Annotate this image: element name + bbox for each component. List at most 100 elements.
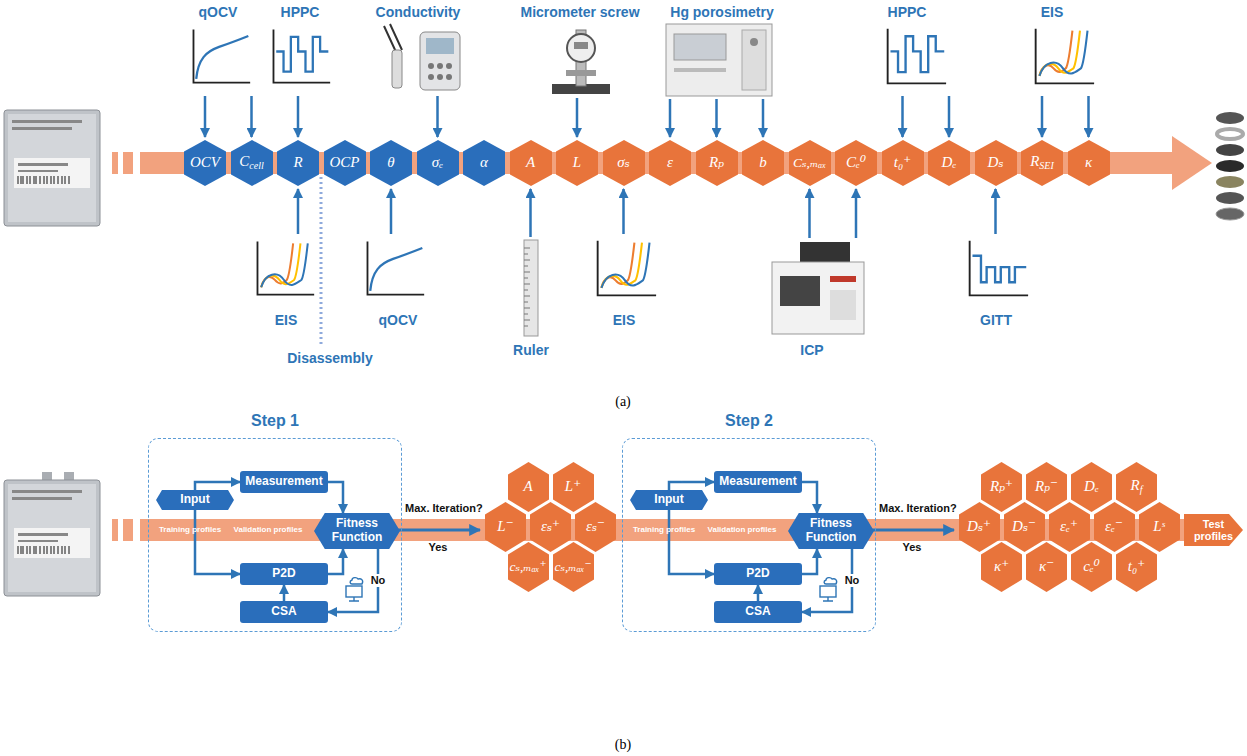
node-label: εₛ⁺ [541, 519, 560, 535]
hex-shape [928, 140, 970, 186]
method-label: EIS [1041, 4, 1064, 20]
method-label: HPPC [281, 4, 320, 20]
process-band [1172, 136, 1212, 190]
node-label: Fitness Function [328, 517, 386, 545]
parameter-hexagon: Rₚ [696, 140, 738, 186]
hex-shape [1004, 502, 1045, 552]
decision-label: Max. Iteration? [879, 502, 957, 515]
cell-components-photo [1217, 129, 1243, 139]
hex-shape [1049, 502, 1090, 552]
node-label: α [480, 155, 488, 171]
profile-label: Validation profiles [708, 525, 777, 534]
measurement-arrow [762, 99, 765, 137]
pouch-cell-photo [12, 120, 82, 123]
node-label: A [523, 479, 532, 495]
method-label: Micrometer screw [520, 4, 639, 20]
exit-arrow [398, 529, 480, 532]
computer-cloud-icon [349, 597, 359, 601]
icp-spectrometer-photo [830, 276, 856, 282]
identified-parameter-hexagon: A [508, 462, 549, 512]
computer-cloud-icon [820, 586, 836, 597]
parameter-hexagon: Cₑ⁰ [835, 140, 877, 186]
measurement-arrow [994, 189, 997, 234]
process-band [123, 519, 133, 541]
node-label: b [759, 155, 767, 171]
measurement-arrow [390, 189, 393, 234]
identified-parameter-hexagon: t₀⁺ [1116, 542, 1157, 592]
decision-label: Yes [429, 541, 448, 554]
identified-parameter-hexagon: L⁻ [485, 502, 526, 552]
icp-spectrometer-photo [772, 262, 864, 334]
node-label: RSEI [1030, 154, 1054, 172]
profile-label: Training profiles [159, 525, 221, 534]
identified-parameter-hexagon: cₛ,ₘₐₓ⁺ [508, 542, 549, 592]
cell-components-photo [1216, 208, 1244, 220]
micrometer-photo [552, 30, 610, 94]
node-label: Rf [1131, 478, 1143, 496]
node-label: εₛ⁻ [586, 519, 605, 535]
hex-shape [882, 140, 924, 186]
conductivity-meter-photo [437, 74, 443, 80]
parameter-hexagon: σₛ [603, 140, 645, 186]
porosimeter-photo [674, 68, 726, 72]
hex-shape [696, 140, 738, 186]
method-label: Ruler [513, 342, 549, 358]
pouch-cell-photo [18, 163, 68, 166]
method-label: Hg porosimetry [670, 4, 773, 20]
hex-shape [553, 462, 594, 512]
hex-shape [835, 140, 877, 186]
method-label: EIS [613, 312, 636, 328]
identified-parameter-hexagon: εₑ⁻ [1094, 502, 1135, 552]
identified-parameter-hexagon: cₑ⁰ [1071, 542, 1112, 592]
flow-connector [669, 510, 714, 574]
identified-parameter-hexagon: Dₛ⁺ [959, 502, 1000, 552]
test-profiles-arrow: Test profiles [1184, 514, 1243, 546]
node-label: κ⁺ [994, 559, 1009, 575]
measurement-chart-icon [1036, 29, 1094, 84]
process-band [112, 152, 118, 174]
node-label: L⁺ [565, 479, 581, 495]
node-label: Ccell [239, 154, 263, 172]
parameter-hexagon: OCP [324, 140, 366, 186]
node-label: P2D [746, 567, 769, 581]
porosimeter-photo [666, 24, 772, 96]
hex-shape [417, 140, 459, 186]
node-label: σₛ [617, 155, 629, 171]
identified-parameter-hexagon: εₑ⁺ [1049, 502, 1090, 552]
lhex-shape [788, 513, 874, 549]
node-label: Measurement [719, 475, 796, 489]
pouch-cell-photo [18, 533, 68, 536]
lhex-shape [630, 490, 708, 510]
measurement-chart-icon [888, 29, 946, 84]
icp-spectrometer-photo [830, 290, 856, 320]
input-box: Input [156, 490, 234, 510]
hex-shape [649, 140, 691, 186]
node-label: t₀⁺ [894, 155, 911, 171]
flow-connector [195, 510, 240, 574]
hex-shape [603, 140, 645, 186]
node-label: Cₛ,ₘₐₓ [793, 156, 826, 170]
node-label: ε [667, 155, 673, 171]
node-label: Dₑ [1084, 479, 1099, 495]
process-box: Measurement [240, 471, 328, 493]
disassembly-line [321, 177, 322, 344]
measurement-arrow [297, 96, 300, 137]
icp-spectrometer-photo [772, 242, 864, 334]
identified-parameter-hexagon: εₛ⁺ [530, 502, 571, 552]
node-label: Input [180, 493, 209, 507]
lhex-shape [156, 490, 234, 510]
process-band [112, 519, 118, 541]
flow-connector [802, 482, 817, 513]
conductivity-meter-photo [384, 24, 402, 52]
computer-cloud-icon [346, 586, 362, 597]
hex-shape [959, 502, 1000, 552]
node-label: P2D [272, 567, 295, 581]
node-label: Dₛ⁻ [1012, 519, 1036, 535]
node-label: CSA [745, 605, 770, 619]
process-box: CSA [240, 601, 328, 623]
hex-shape [981, 542, 1022, 592]
computer-cloud-icon [823, 597, 833, 601]
micrometer-photo [567, 34, 595, 62]
micrometer-photo [566, 70, 596, 76]
node-label: εₑ⁺ [1060, 519, 1078, 535]
